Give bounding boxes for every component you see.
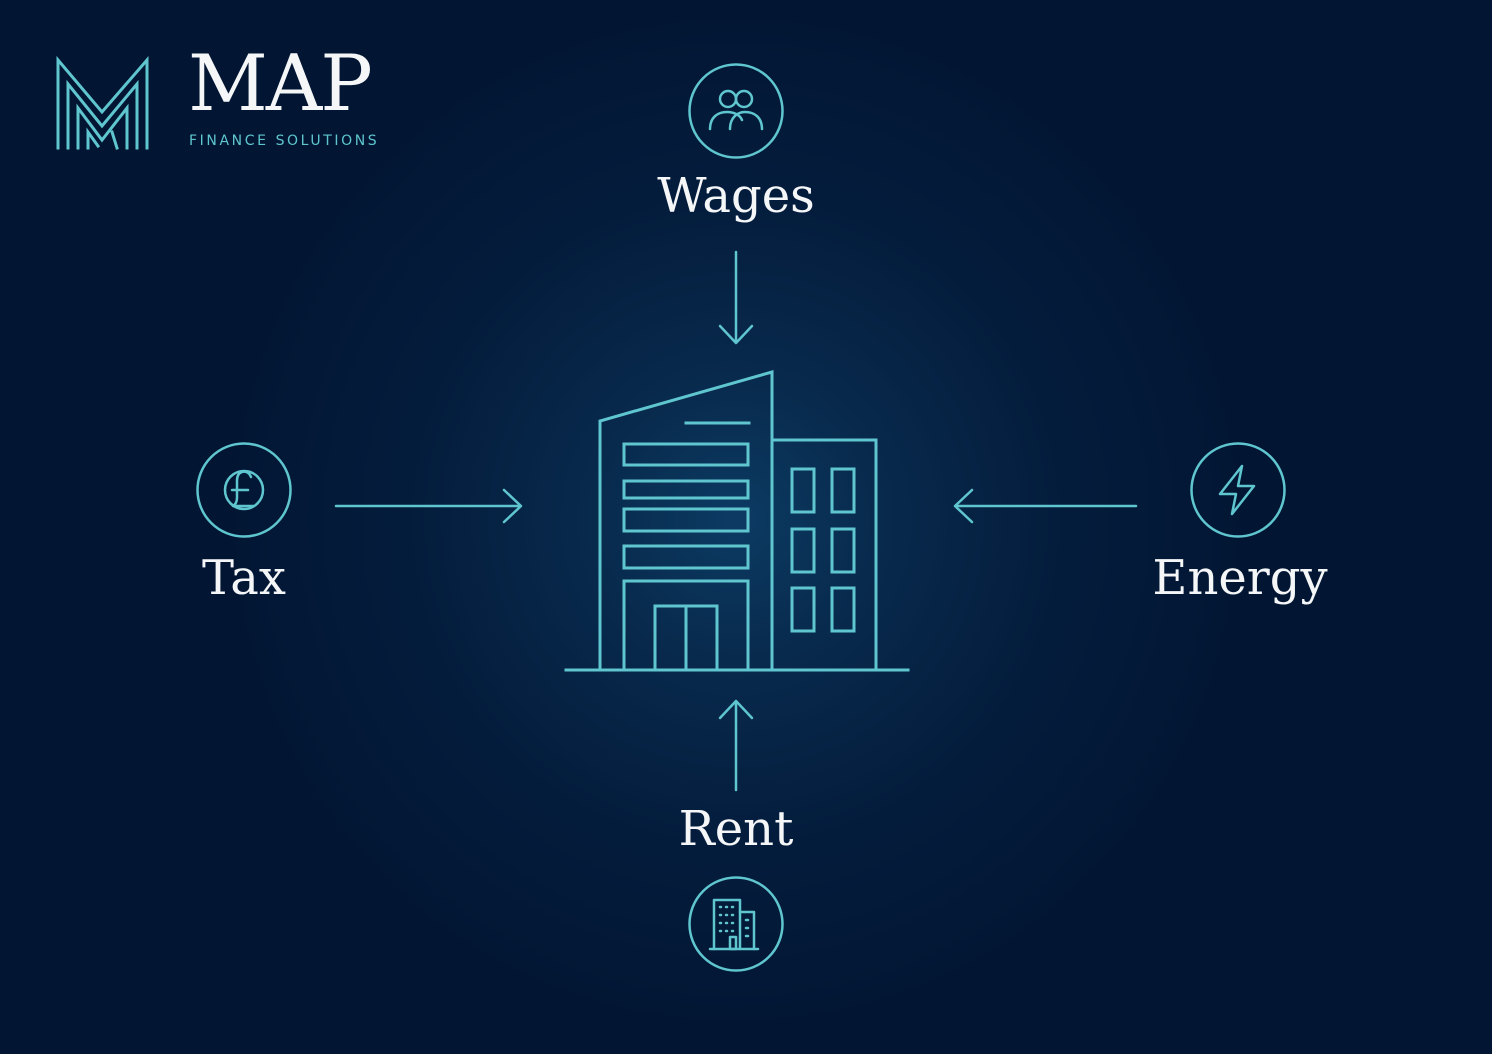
brand-tagline: FINANCE SOLUTIONS xyxy=(189,133,380,149)
lightning-bolt-icon xyxy=(1190,442,1286,538)
people-icon xyxy=(688,63,784,159)
brand-name: MAP xyxy=(188,39,373,129)
m-monogram-logo xyxy=(54,55,154,152)
pound-sign-icon xyxy=(196,442,292,538)
node-label-wages: Wages xyxy=(657,168,815,224)
arrow-up-icon xyxy=(716,698,756,794)
node-label-energy: Energy xyxy=(1152,550,1328,606)
building-icon xyxy=(688,876,784,972)
office-building-icon xyxy=(564,370,910,672)
arrow-down-icon xyxy=(716,250,756,348)
arrow-left-icon xyxy=(950,488,1140,528)
node-label-tax: Tax xyxy=(202,550,286,606)
arrow-right-icon xyxy=(334,488,526,528)
node-label-rent: Rent xyxy=(678,801,794,857)
